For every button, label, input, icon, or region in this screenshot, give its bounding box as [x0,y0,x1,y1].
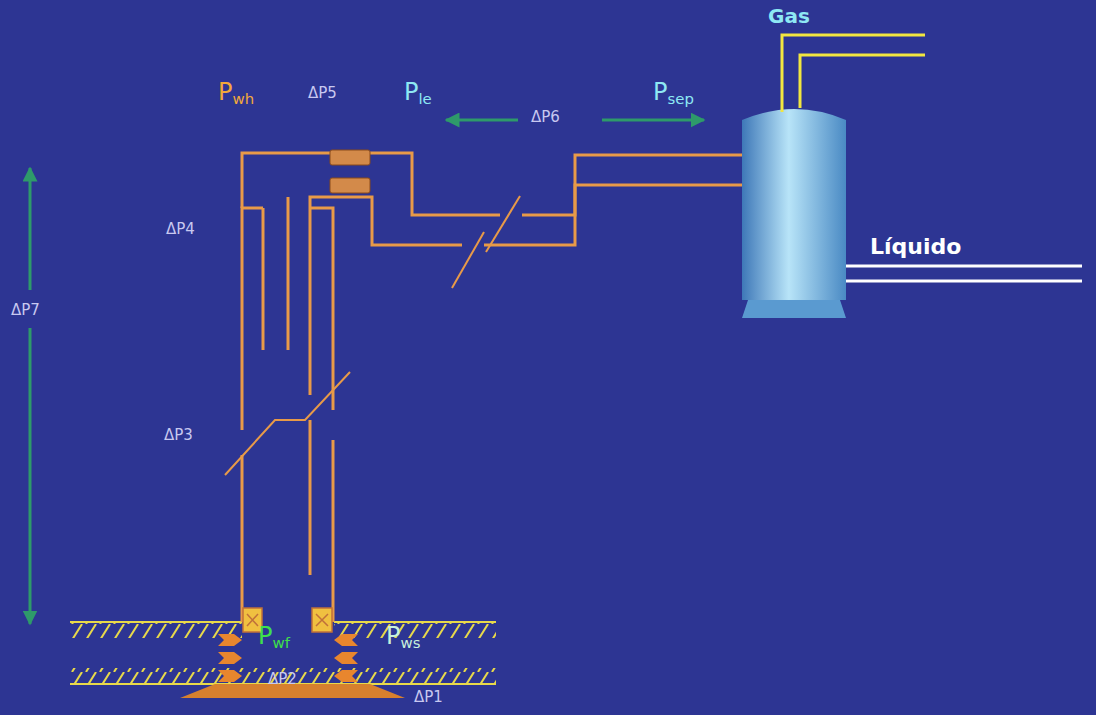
choke [330,150,370,193]
pressure-drop: ΔP5 [308,86,337,101]
liquid-outlet [846,266,1082,281]
gas-outlet [782,35,925,112]
packer [243,608,332,632]
pressure-drop: ΔP4 [166,222,195,237]
stream-name: Gas [768,6,810,26]
dimension-arrow [30,120,704,624]
pressure-point: Pws [386,624,420,651]
pressure-drop: ΔP6 [531,110,560,125]
pressure-point: Psep [653,80,694,107]
pressure-drop: ΔP1 [414,690,443,705]
well-and-flowline [242,153,742,622]
break-symbol [225,196,520,475]
pressure-drop: ΔP2 [268,672,297,687]
pressure-point: Ple [404,80,432,107]
pressure-drop: ΔP3 [164,428,193,443]
pressure-point: Pwh [218,80,254,107]
stream-name: Líquido [870,236,961,258]
separator [742,109,846,318]
pressure-point: Pwf [258,624,290,651]
pressure-drop: ΔP7 [10,301,41,320]
